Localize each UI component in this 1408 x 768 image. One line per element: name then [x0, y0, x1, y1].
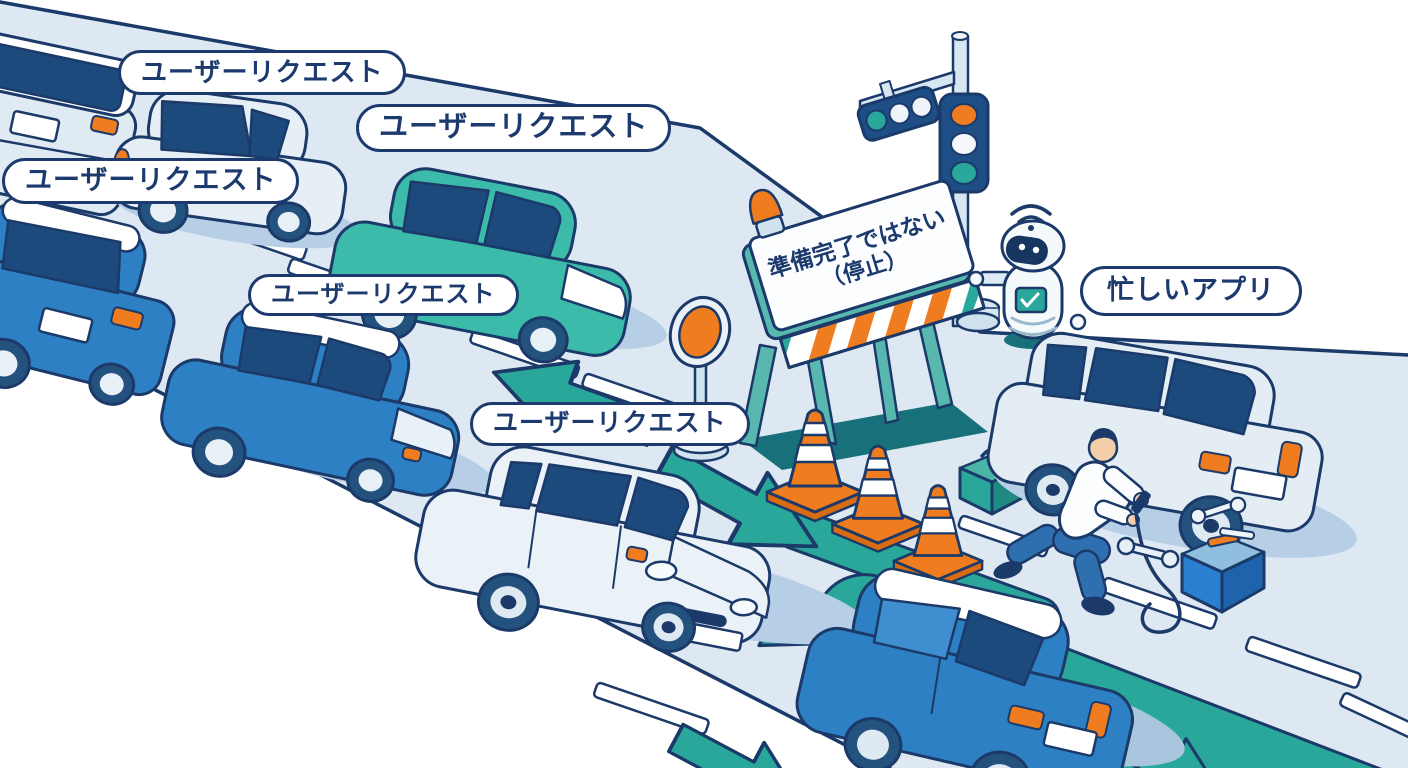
barricade-sign [738, 179, 988, 470]
blue-toolbox-icon [1180, 527, 1266, 614]
car-white-front [414, 445, 871, 653]
traffic-cone-icon [765, 408, 865, 523]
mechanic [993, 428, 1182, 634]
forward-arrow-icon [666, 722, 806, 768]
car-blue-bottom [795, 567, 1185, 768]
beacon-lamp-icon [748, 188, 786, 239]
wifi-icon [1010, 204, 1052, 231]
callout-user-request-2: ユーザーリクエスト [2, 158, 300, 204]
callout-busy-app: 忙しいアプリ [1080, 266, 1302, 316]
robot-visor [1005, 235, 1048, 265]
traffic-cones [765, 408, 984, 589]
vertical-signal-head-icon [938, 92, 990, 194]
robot-icon [967, 204, 1087, 349]
callout-user-request-1: ユーザーリクエスト [118, 50, 407, 95]
wrench-icon [1116, 536, 1180, 569]
wrench-icon [1189, 496, 1247, 525]
traffic-cone-icon [830, 444, 926, 553]
barricade-board [741, 179, 986, 370]
callout-user-request-5: ユーザーリクエスト [470, 402, 750, 446]
callout-user-request-4: ユーザーリクエスト [248, 274, 519, 317]
robot-screen-check-icon [1020, 292, 1040, 308]
car-blue-middle [160, 301, 495, 503]
horizontal-signal-head-icon [856, 80, 941, 142]
car-busy-app [986, 331, 1357, 634]
car-blue-left [0, 196, 176, 406]
traffic-cone-icon [892, 484, 984, 589]
callout-user-request-3: ユーザーリクエスト [356, 104, 672, 152]
